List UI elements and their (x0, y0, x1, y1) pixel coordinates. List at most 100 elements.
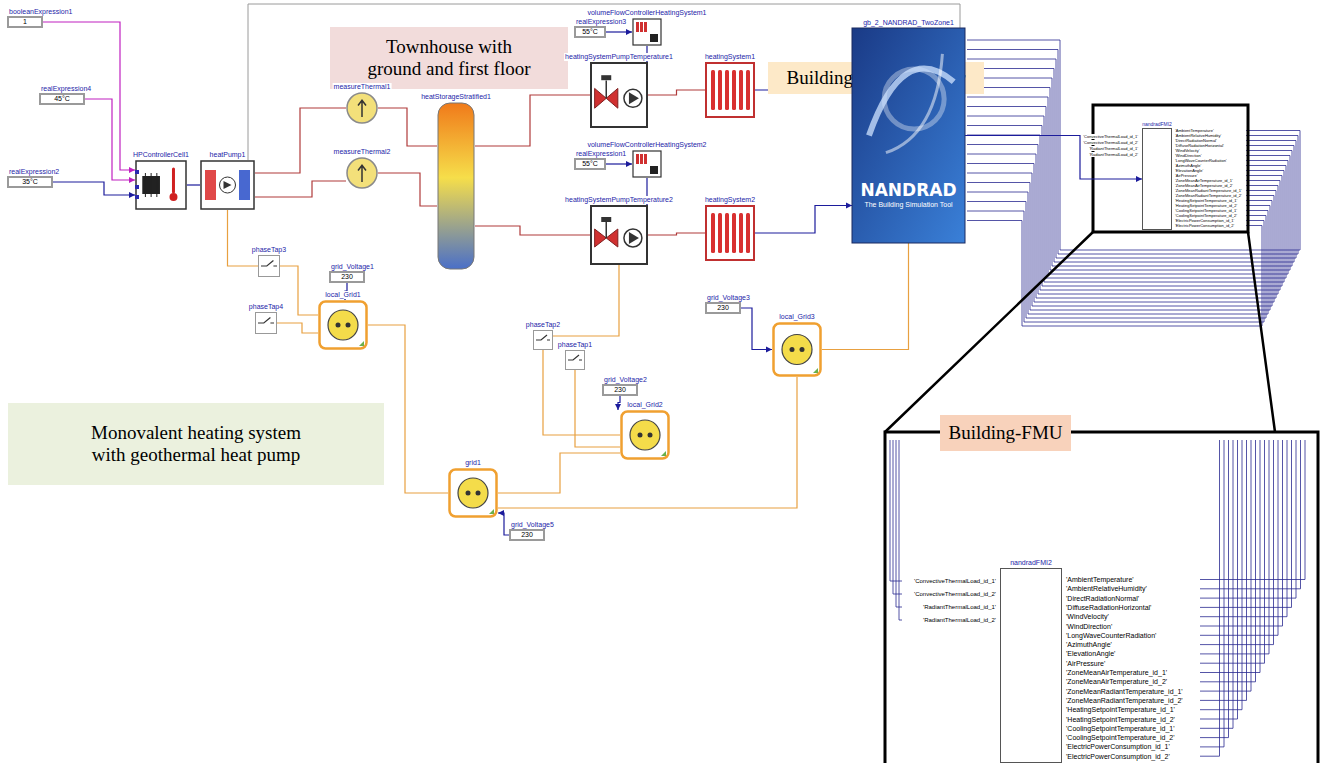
icon-part (358, 165, 366, 182)
value-text: 230 (603, 385, 637, 395)
icon-part (8, 177, 52, 187)
icon-part (650, 166, 658, 174)
wire-connector (822, 243, 909, 350)
icon-part (575, 27, 605, 37)
icon-part (732, 213, 736, 253)
icon-part (732, 70, 736, 110)
icon-part (622, 412, 669, 459)
logo-title: NANDRAD (852, 180, 965, 200)
wire-line (648, 90, 705, 95)
icon-part (220, 177, 236, 193)
icon-part (591, 206, 647, 264)
arrow-head (129, 192, 135, 198)
icon-part (624, 229, 642, 247)
component-block: phaseTap3 (258, 255, 280, 277)
icon-part (458, 478, 488, 508)
port-name: 'CoolingSetpointTemperature_id_2' (1066, 733, 1175, 742)
icon-part (644, 154, 647, 164)
component-block: local_Grid1 (318, 300, 368, 350)
ctrl-symbol (135, 160, 187, 210)
pump-symbol (590, 205, 648, 265)
meas-symbol (346, 92, 378, 124)
value-text: 35°C (8, 177, 52, 187)
icon-part (746, 213, 750, 253)
port-name: 'ZoneMeanAirTemperature_id_2' (1066, 677, 1167, 686)
icon-part (746, 70, 750, 110)
icon-part (725, 70, 729, 110)
wire-line (553, 265, 619, 336)
icon-part (591, 63, 647, 127)
component-name: heatingSystem1 (704, 53, 756, 61)
component-name: phaseTap2 (525, 321, 561, 329)
icon-part (640, 22, 643, 32)
icon-part (629, 232, 639, 244)
wire-connector (605, 29, 632, 35)
component-block: booleanExpression11 (8, 17, 42, 27)
icon-part (239, 170, 250, 200)
icon-part (706, 63, 754, 117)
port-name: 'RadiantThermalLoad_id_1' (923, 603, 996, 611)
icon-part (790, 347, 795, 352)
icon-part (347, 93, 377, 123)
icon-part (135, 185, 139, 189)
icon-part (1001, 569, 1062, 763)
wire-line (277, 323, 318, 333)
port-name: 'DirectRadiationNormal' (1066, 594, 1139, 603)
grid-symbol (318, 300, 368, 350)
wire-line (755, 206, 852, 234)
component-block: grid_Voltage2230 (603, 385, 637, 395)
wire-connector (187, 185, 200, 186)
component-block: heatingSystem2 (705, 205, 755, 261)
wire-connector (255, 181, 346, 197)
wire-connector (755, 203, 852, 234)
port-name: 'HeatingSetpointTemperature_id_2' (1066, 715, 1175, 724)
zoom-source-frame (1093, 105, 1248, 232)
component-block: gb_2_NANDRAD_TwoZone1NANDRADThe Building… (852, 28, 965, 243)
callout-text: Townhouse with ground and first floor (362, 36, 537, 80)
component-block: HPControllerCell1 (135, 160, 187, 210)
icon-part (489, 509, 494, 514)
wire-line (475, 226, 590, 235)
component-block: nandradFMI2 (1000, 568, 1062, 763)
component-block: realExpression355°C (575, 27, 605, 37)
component-name: phaseTap3 (251, 246, 287, 254)
vfc-symbol (632, 18, 662, 46)
arrow-head (1136, 176, 1142, 182)
icon-part (774, 324, 821, 376)
hp-symbol (200, 160, 255, 210)
component-name: local_Grid2 (626, 401, 663, 409)
port-name: 'ElectricPowerConsumption_id_2' (1175, 223, 1234, 228)
icon-part (466, 491, 471, 496)
wire-connector (553, 265, 619, 336)
arrow-head (766, 347, 772, 353)
port-name: 'WindVelocity' (1066, 612, 1109, 621)
wire-line (648, 233, 705, 235)
value-text: 45°C (40, 94, 84, 104)
wire-connector (498, 453, 620, 493)
component-name: grid_Voltage5 (510, 521, 555, 529)
icon-part (739, 213, 743, 253)
component-name: gb_2_NANDRAD_TwoZone1 (862, 19, 955, 27)
component-name: heatingSystemPumpTemperature1 (564, 53, 674, 61)
icon-part (603, 385, 637, 395)
icon-part (725, 213, 729, 253)
component-block: heatStorageStratified1 (437, 102, 475, 270)
icon-part (629, 92, 639, 104)
wire-line (52, 182, 135, 195)
icon-part (359, 341, 364, 346)
icon-part (136, 161, 186, 209)
icon-part (636, 154, 639, 164)
wire-line (378, 108, 437, 146)
wire-connector (228, 210, 259, 266)
port-name: 'ElectricPowerConsumption_id_1' (1066, 742, 1170, 751)
fmi-symbol (1142, 128, 1172, 230)
port-name: 'AmbientRelativeHumidity' (1066, 584, 1147, 593)
component-block: phaseTap2 (533, 330, 553, 350)
tap-symbol (258, 255, 280, 277)
icon-part (40, 94, 84, 104)
arrow-head (626, 29, 632, 35)
nandrad-symbol (852, 28, 965, 243)
wire-connector (605, 161, 632, 167)
